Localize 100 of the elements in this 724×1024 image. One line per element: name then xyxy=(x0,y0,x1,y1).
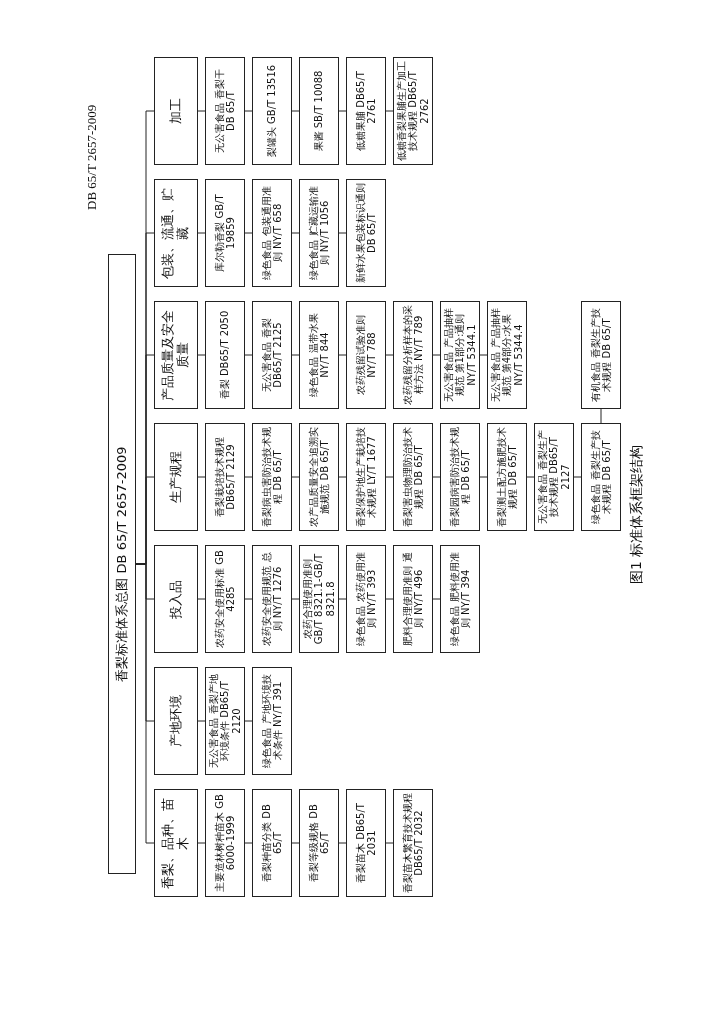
standard-box xyxy=(252,423,292,531)
connector-line xyxy=(197,476,206,478)
standard-title: 低糖果脯 DB65/T 2761 xyxy=(354,70,378,153)
connector-line xyxy=(197,232,206,234)
connector-line xyxy=(244,720,253,722)
connector-line xyxy=(244,232,253,234)
standard-title: 库尔勒香梨 GB/T 19859 xyxy=(213,193,237,274)
standard-title: 无公害食品 产品抽样规范 第4部分:水果 NY/T 5344.4 xyxy=(490,307,524,404)
connector-line xyxy=(338,598,347,600)
standard-box xyxy=(299,789,339,897)
standard-title: 包装、流通、贮藏 xyxy=(161,186,191,281)
connector-line xyxy=(291,232,300,234)
connector-line xyxy=(291,476,300,478)
standard-box xyxy=(252,301,292,409)
standard-title: 无公害食品 香梨生产技术规程 DB65/T 2127 xyxy=(537,429,571,526)
category-box xyxy=(154,545,198,653)
connector-line xyxy=(338,842,347,844)
standard-box xyxy=(393,789,433,897)
connector-line xyxy=(432,476,441,478)
connector-line xyxy=(432,598,441,600)
standard-title: 农药残留试验准则 NY/T 788 xyxy=(354,314,378,397)
standard-title: 香梨病虫害防治技术规程 DB 65/T xyxy=(260,427,284,527)
standard-title: 香梨害虫物理防治技术规程 DB 65/T xyxy=(401,427,425,527)
document-number: DB 65/T 2657-2009 xyxy=(84,104,100,210)
connector-line xyxy=(385,598,394,600)
standard-title: 农产品质量安全追溯实施规范 DB 65/T xyxy=(307,427,331,527)
category-box xyxy=(154,423,198,531)
standard-title: 农药安全使用标准 GB 4285 xyxy=(213,549,237,649)
connector-line xyxy=(197,110,206,112)
standard-title: 低糖香梨果脯生产加工技术规程 DB65/T 2762 xyxy=(396,61,430,161)
standard-title: 香梨种苗分类 DB 65/T xyxy=(260,803,284,884)
connector-line xyxy=(385,842,394,844)
connector-line xyxy=(197,598,206,600)
connector-line xyxy=(244,476,253,478)
standard-box xyxy=(205,179,245,287)
standard-title: 香梨测土配方施肥技术规程 DB 65/T xyxy=(495,427,519,527)
standard-title: 主要造林树种苗木 GB 6000-1999 xyxy=(213,793,237,893)
connector-line xyxy=(385,354,394,356)
standard-title: 无公害食品 香梨干 DB 65/T xyxy=(213,68,237,155)
standard-title: 无公害食品 香梨产地环境条件 DB65/T 2120 xyxy=(208,673,242,770)
category-box xyxy=(154,57,198,165)
connector-line xyxy=(197,354,206,356)
connector-line xyxy=(291,110,300,112)
figure-caption: 图1 标准体系框架结构 xyxy=(628,444,645,584)
standard-title: 农药残留分析样本的采样方法 NY/T 789 xyxy=(401,305,425,405)
connector-line xyxy=(291,598,300,600)
standard-box xyxy=(581,423,621,531)
standard-box xyxy=(252,545,292,653)
connector-line xyxy=(244,110,253,112)
standard-box xyxy=(299,545,339,653)
connector-line xyxy=(432,354,441,356)
root-box xyxy=(108,254,136,874)
connector-line xyxy=(573,476,582,478)
standard-box xyxy=(534,423,574,531)
standard-box xyxy=(346,423,386,531)
standard-box xyxy=(205,301,245,409)
standard-title: 香梨标准体系总图 DB 65/T 2657-2009 xyxy=(114,446,130,682)
standard-title: 生产规程 xyxy=(168,451,184,503)
standard-box xyxy=(440,423,480,531)
connector-line xyxy=(291,354,300,356)
standard-box xyxy=(205,789,245,897)
connector-line xyxy=(479,476,488,478)
standard-title: 果酱 SB/T 10088 xyxy=(313,70,325,152)
standard-title: 绿色食品 贮藏运输准则 NY/T 1056 xyxy=(307,185,331,282)
category-box xyxy=(154,789,198,897)
standard-box xyxy=(346,789,386,897)
standard-box xyxy=(205,667,245,775)
standard-box xyxy=(346,545,386,653)
standard-title: 新鲜水果包装标识通则 DB 65/T xyxy=(354,183,378,283)
standard-box xyxy=(205,545,245,653)
connector-line xyxy=(244,354,253,356)
standard-title: 无公害食品 香梨 DB65/T 2125 xyxy=(260,317,284,394)
connector-line xyxy=(600,408,602,424)
category-box xyxy=(154,301,198,409)
standard-title: 香梨 DB65/T 2050 xyxy=(219,310,231,400)
standard-title: 绿色食品 肥料使用准则 NY/T 394 xyxy=(448,551,472,648)
standard-box xyxy=(346,301,386,409)
standard-title: 绿色食品 农药使用准则 NY/T 393 xyxy=(354,551,378,648)
connector-line xyxy=(197,842,206,844)
standard-box xyxy=(581,301,621,409)
standard-title: 香梨园病害防治技术规程 DB 65/T xyxy=(448,427,472,527)
standard-title: 无公害食品 产品抽样规范 第1部分:通则 NY/T 5344.1 xyxy=(443,307,477,404)
connector-line xyxy=(338,476,347,478)
standard-box xyxy=(299,57,339,165)
standard-box xyxy=(205,57,245,165)
connector-line xyxy=(244,842,253,844)
standard-box xyxy=(299,301,339,409)
connector-line xyxy=(338,110,347,112)
connector-line xyxy=(244,598,253,600)
standard-title: 绿色食品 包装通用准则 NY/T 658 xyxy=(260,185,284,282)
standard-title: 香梨栽培技术规程 DB65/T 2129 xyxy=(213,436,237,519)
connector-line xyxy=(338,232,347,234)
standard-box xyxy=(252,789,292,897)
standard-title: 有机食品 香梨生产技术规程 DB 65/T xyxy=(589,307,613,404)
standard-box xyxy=(440,545,480,653)
standard-box xyxy=(299,179,339,287)
standard-box xyxy=(346,179,386,287)
standard-title: 加工 xyxy=(168,98,184,124)
connector-line xyxy=(385,476,394,478)
standard-title: 香梨苗木繁育技术规程 DB65/T 2032 xyxy=(401,793,425,893)
